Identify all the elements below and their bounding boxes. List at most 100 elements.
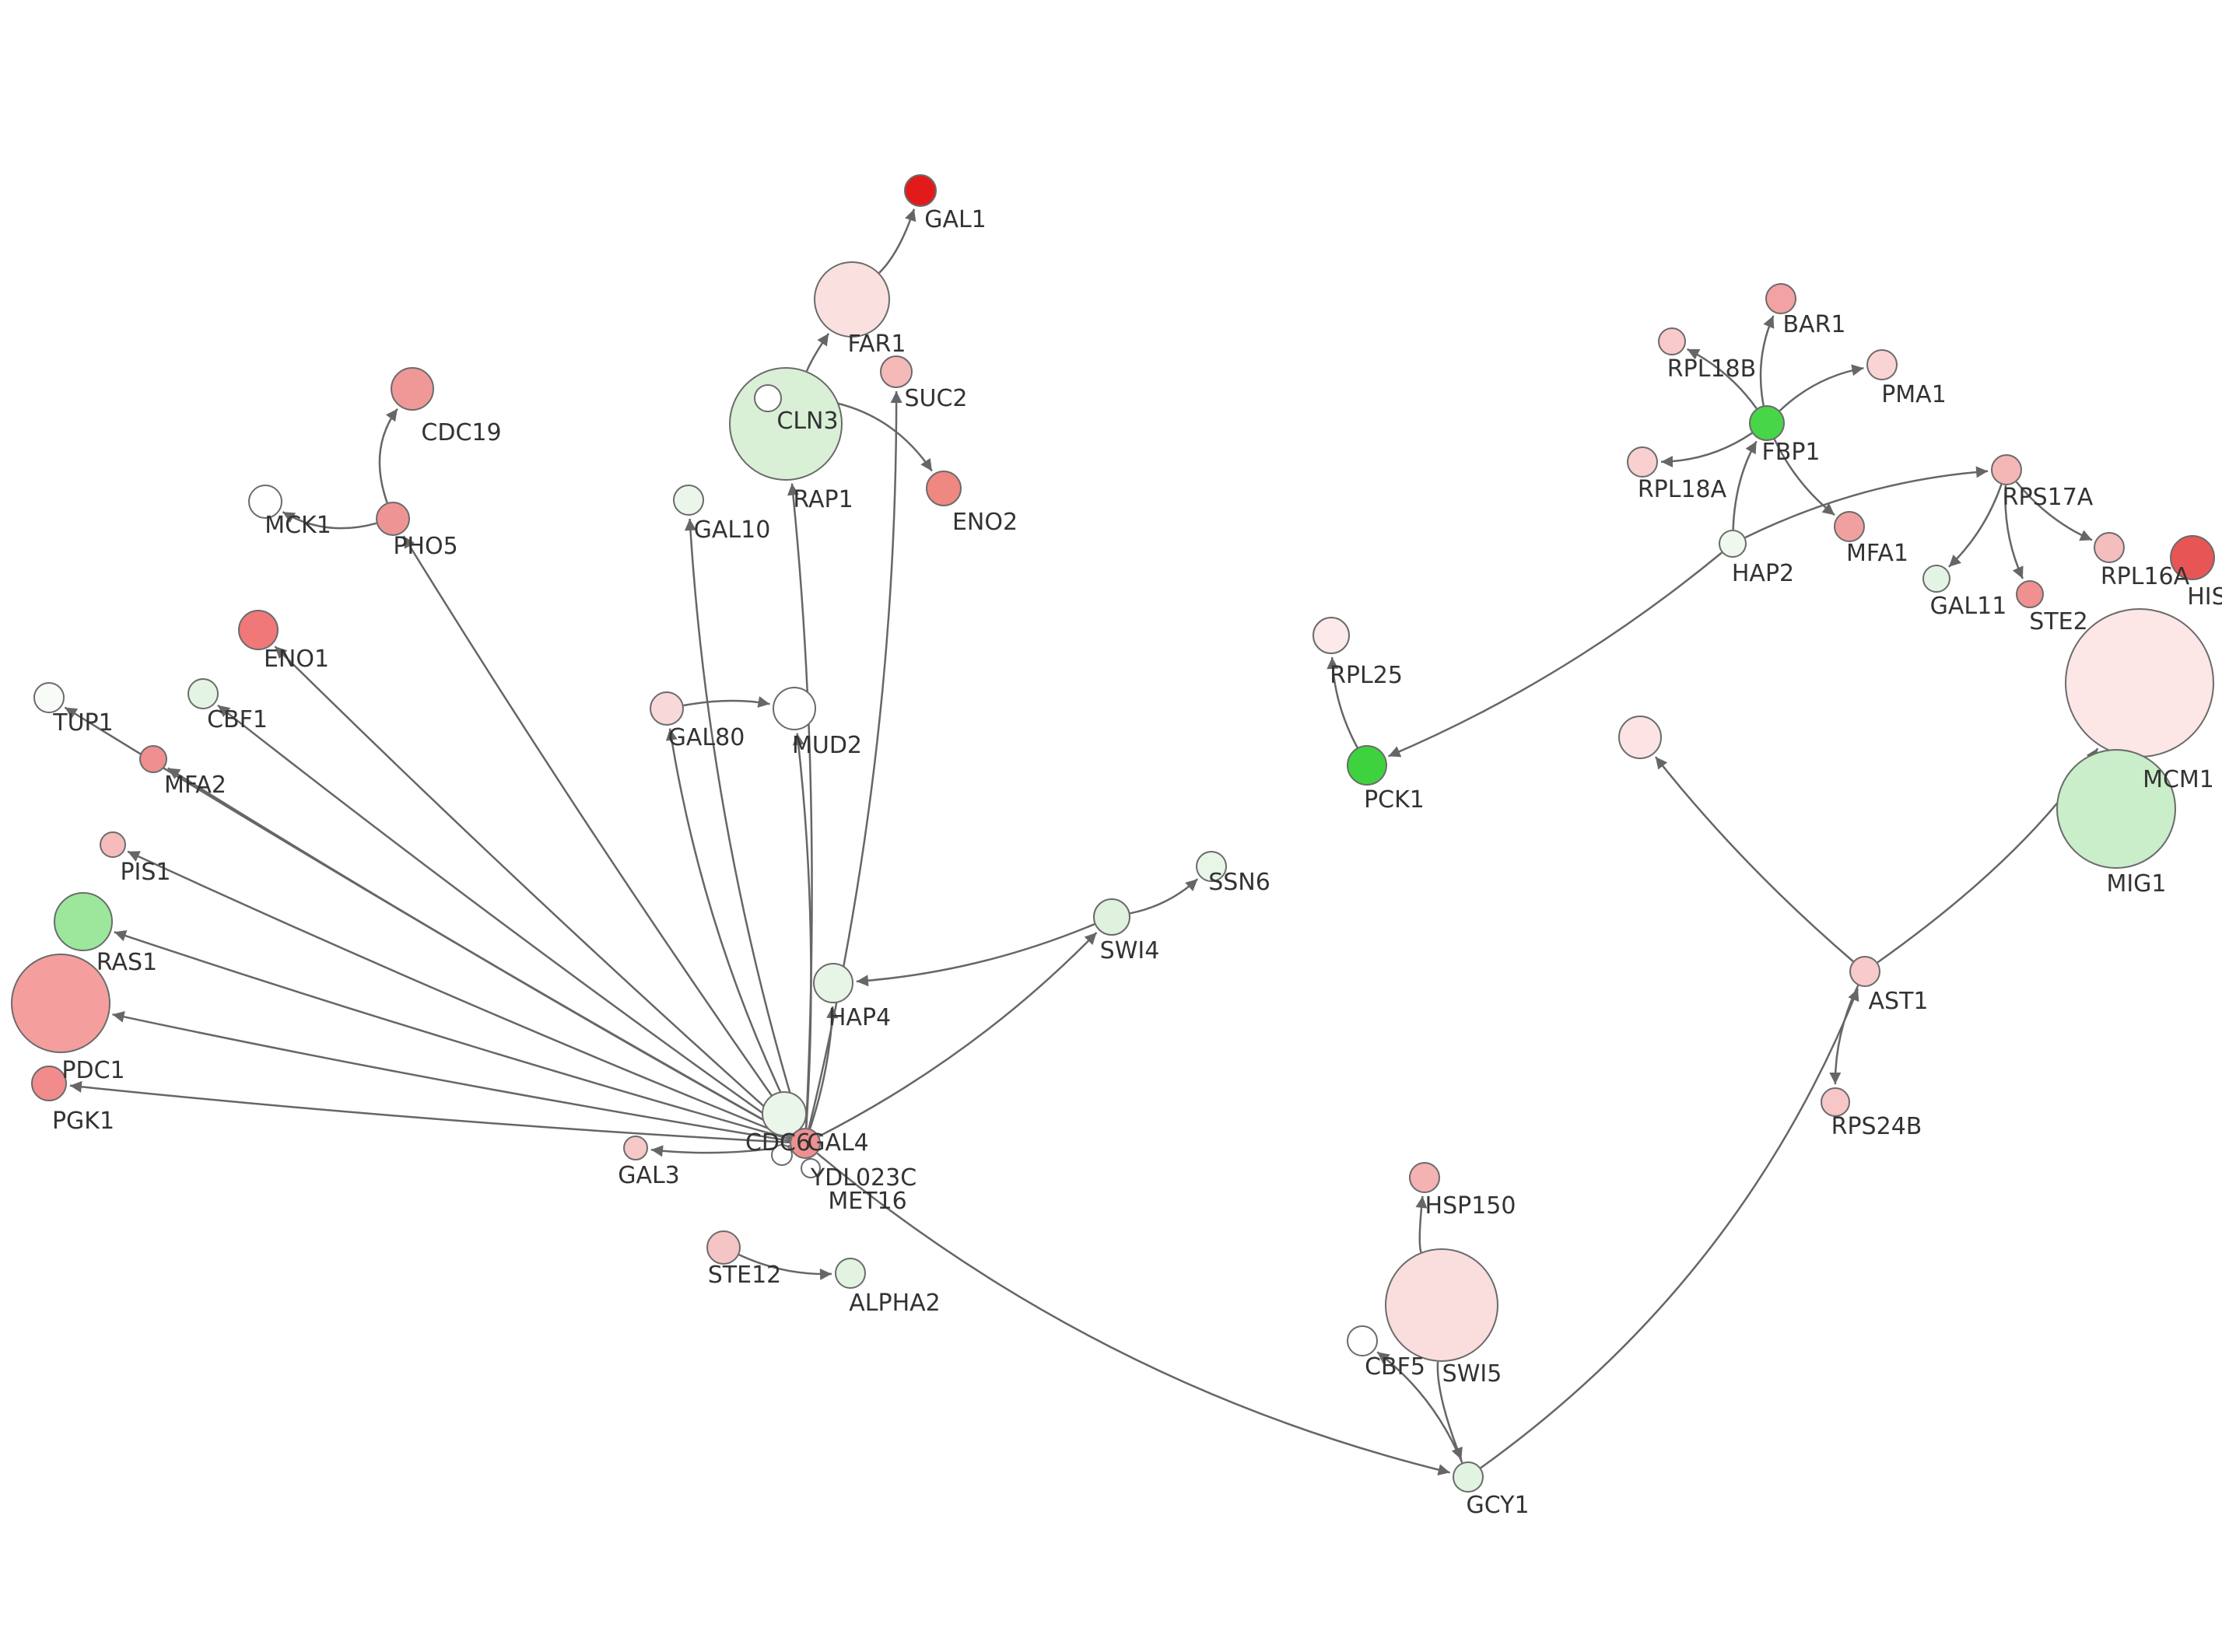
node-eno1[interactable] bbox=[238, 610, 279, 650]
node-mig1[interactable] bbox=[2056, 749, 2176, 869]
edge-rps17a-ste2[interactable] bbox=[2004, 485, 2024, 579]
edge-hap2-pck1[interactable] bbox=[1388, 551, 1723, 758]
node-pho5[interactable] bbox=[376, 502, 410, 536]
node-tup1[interactable] bbox=[33, 682, 65, 713]
node-rpl25[interactable] bbox=[1313, 617, 1350, 654]
edge-gal80-mud2[interactable] bbox=[683, 696, 770, 708]
node-pdc1[interactable] bbox=[11, 954, 110, 1053]
node-gal4[interactable] bbox=[790, 1128, 821, 1159]
label-rps17a: RPS17A bbox=[2003, 484, 2094, 511]
node-swi4[interactable] bbox=[1093, 898, 1130, 936]
label-mcm1: MCM1 bbox=[2143, 766, 2214, 793]
node-cdc6[interactable] bbox=[762, 1091, 807, 1136]
edge-ast1-rps24b[interactable] bbox=[1829, 985, 1859, 1085]
edge-gal4-gal80[interactable] bbox=[665, 728, 800, 1130]
edge-swi4-ssn6[interactable] bbox=[1130, 878, 1199, 915]
node-hap4[interactable] bbox=[813, 963, 853, 1003]
node-node1[interactable] bbox=[1618, 716, 1662, 759]
node-bar1[interactable] bbox=[1765, 283, 1796, 314]
edge-fbp1-rpl18b[interactable] bbox=[1687, 348, 1758, 409]
node-rap1[interactable] bbox=[754, 384, 782, 412]
node-gcy1[interactable] bbox=[1453, 1461, 1484, 1493]
node-ste12[interactable] bbox=[706, 1230, 741, 1265]
edge-gal4-cln3[interactable] bbox=[787, 483, 813, 1129]
edge-fbp1-rpl18a[interactable] bbox=[1660, 432, 1753, 468]
edge-rps17a-rpl16a[interactable] bbox=[2015, 481, 2093, 541]
edge-pho5-mck1[interactable] bbox=[282, 511, 377, 530]
node-ydl023c[interactable] bbox=[771, 1144, 793, 1166]
edge-far1-gal1[interactable] bbox=[878, 208, 916, 274]
node-rpl18b[interactable] bbox=[1658, 327, 1686, 355]
edge-gal4-pgk1[interactable] bbox=[69, 1080, 790, 1144]
edge-fbp1-pma1[interactable] bbox=[1779, 364, 1864, 412]
label-mig1: MIG1 bbox=[2106, 870, 2166, 898]
node-pis1[interactable] bbox=[100, 831, 126, 858]
label-ste2: STE2 bbox=[2029, 608, 2087, 635]
node-pma1[interactable] bbox=[1866, 349, 1898, 380]
edge-swi5-gcy1[interactable] bbox=[1436, 1361, 1463, 1461]
edge-ast1-node1[interactable] bbox=[1654, 756, 1854, 962]
label-eno2: ENO2 bbox=[952, 509, 1018, 536]
node-far1[interactable] bbox=[814, 261, 890, 338]
node-pck1[interactable] bbox=[1347, 745, 1387, 786]
node-rpl18a[interactable] bbox=[1627, 446, 1658, 478]
node-pgk1[interactable] bbox=[31, 1066, 67, 1101]
node-mfa2[interactable] bbox=[139, 745, 167, 773]
edge-gal4-pdc1[interactable] bbox=[112, 1011, 790, 1143]
node-gal10[interactable] bbox=[673, 485, 704, 516]
node-rpl16a[interactable] bbox=[2094, 532, 2125, 563]
node-alpha2[interactable] bbox=[835, 1258, 866, 1289]
edge-gcy1-cbf5[interactable] bbox=[1376, 1351, 1463, 1463]
node-gal1[interactable] bbox=[904, 174, 937, 207]
node-suc2[interactable] bbox=[880, 355, 913, 388]
node-mck1[interactable] bbox=[248, 485, 282, 519]
edge-gal4-mud2[interactable] bbox=[792, 733, 812, 1129]
edge-pho5-cdc19[interactable] bbox=[378, 408, 398, 503]
edge-gcy1-ast1[interactable] bbox=[1480, 988, 1859, 1469]
node-ste2[interactable] bbox=[2016, 580, 2044, 608]
edge-swi5-hsp150[interactable] bbox=[1415, 1195, 1428, 1253]
edge-gal4-ras1[interactable] bbox=[114, 929, 791, 1140]
node-cbf5[interactable] bbox=[1347, 1325, 1378, 1356]
edge-gal4-mfa2[interactable] bbox=[167, 767, 793, 1137]
edge-hap2-fbp1[interactable] bbox=[1732, 440, 1758, 530]
edge-ste12-alpha2[interactable] bbox=[738, 1254, 832, 1280]
edge-cln3-far1[interactable] bbox=[805, 333, 830, 372]
label-rap1: RAP1 bbox=[793, 486, 853, 513]
node-mfa1[interactable] bbox=[1834, 511, 1865, 542]
edge-gal4-cbf1[interactable] bbox=[217, 704, 794, 1136]
node-rps17a[interactable] bbox=[1991, 454, 2022, 485]
edge-gal4-gal10[interactable] bbox=[684, 518, 802, 1129]
node-his4[interactable] bbox=[2170, 535, 2215, 580]
node-rps24b[interactable] bbox=[1821, 1087, 1850, 1117]
edge-swi4-hap4[interactable] bbox=[856, 923, 1095, 987]
edge-gal4-eno1[interactable] bbox=[274, 646, 794, 1134]
edge-rps17a-gal11[interactable] bbox=[1948, 484, 2003, 568]
edge-gal4-gcy1[interactable] bbox=[816, 1152, 1450, 1476]
edge-fbp1-bar1[interactable] bbox=[1759, 315, 1775, 406]
node-ssn6[interactable] bbox=[1196, 851, 1227, 882]
edge-gal4-pis1[interactable] bbox=[127, 850, 791, 1139]
edge-gal4-pho5[interactable] bbox=[402, 535, 797, 1132]
node-swi5[interactable] bbox=[1385, 1248, 1498, 1362]
node-ast1[interactable] bbox=[1849, 956, 1880, 987]
node-cdc19[interactable] bbox=[391, 367, 434, 411]
label-rpl25: RPL25 bbox=[1330, 662, 1403, 689]
node-mud2[interactable] bbox=[773, 687, 816, 730]
edge-gal4-hap4[interactable] bbox=[809, 1006, 839, 1129]
node-gal11[interactable] bbox=[1922, 565, 1950, 593]
node-ras1[interactable] bbox=[54, 892, 113, 951]
node-met16[interactable] bbox=[801, 1158, 821, 1178]
node-fbp1[interactable] bbox=[1749, 405, 1785, 441]
node-gal80[interactable] bbox=[650, 691, 684, 726]
edge-fbp1-mfa1[interactable] bbox=[1773, 439, 1835, 516]
edge-hap2-rps17a[interactable] bbox=[1744, 466, 1989, 539]
node-hsp150[interactable] bbox=[1409, 1162, 1440, 1193]
node-hap2[interactable] bbox=[1719, 530, 1747, 558]
node-cbf1[interactable] bbox=[188, 678, 219, 709]
node-gal3[interactable] bbox=[623, 1136, 648, 1160]
edge-pck1-rpl25[interactable] bbox=[1327, 656, 1358, 748]
node-eno2[interactable] bbox=[926, 471, 962, 506]
edge-gal4-swi4[interactable] bbox=[818, 932, 1098, 1138]
